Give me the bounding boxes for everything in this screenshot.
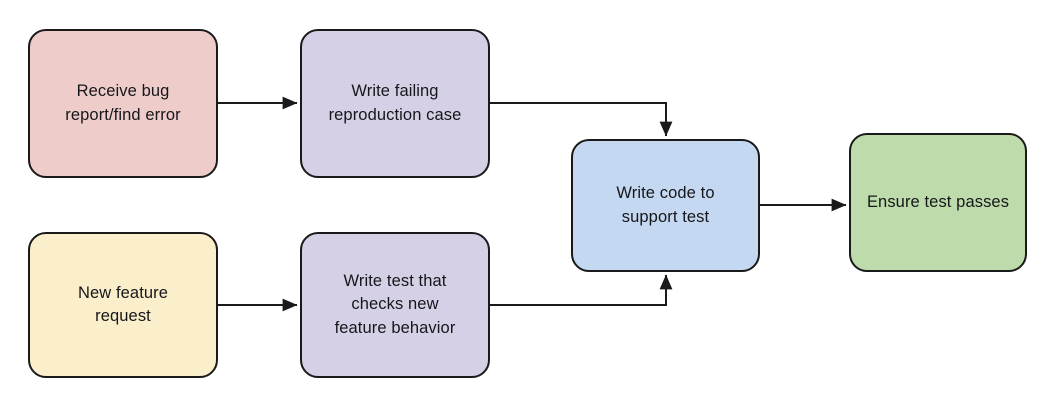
- node-label: Write code to support test: [616, 184, 715, 226]
- node-receive-bug-report[interactable]: Receive bug report/find error: [28, 29, 218, 178]
- node-write-code-to-support-test[interactable]: Write code to support test: [571, 139, 760, 272]
- node-label: Ensure test passes: [866, 192, 1010, 211]
- node-label: New feature request: [77, 283, 169, 325]
- node-label: Receive bug report/find error: [65, 82, 181, 124]
- node-write-test-checks-new-feature[interactable]: Write test that checks new feature behav…: [300, 232, 490, 378]
- node-write-failing-reproduction-case[interactable]: Write failing reproduction case: [300, 29, 490, 178]
- node-label: Write test that checks new feature behav…: [334, 271, 456, 337]
- node-ensure-test-passes[interactable]: Ensure test passes: [849, 133, 1027, 272]
- node-new-feature-request[interactable]: New feature request: [28, 232, 218, 378]
- node-label: Write failing reproduction case: [328, 82, 462, 124]
- connector-edge-test-to-code: [490, 274, 673, 306]
- connector-edge-repro-to-code: [490, 102, 673, 137]
